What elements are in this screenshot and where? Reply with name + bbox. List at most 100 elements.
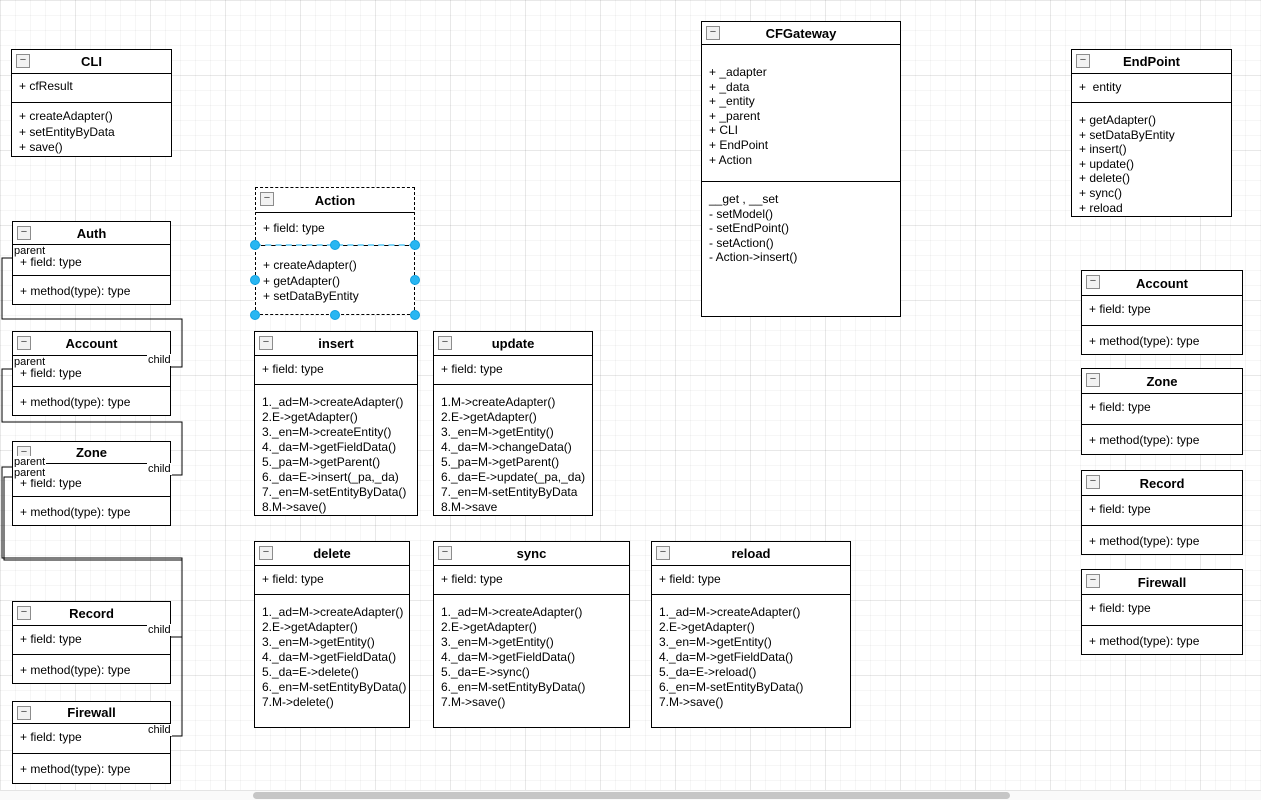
method-line: + method(type): type bbox=[20, 762, 131, 776]
class-title-bar[interactable]: −Account bbox=[1082, 271, 1242, 296]
collapse-icon[interactable]: − bbox=[260, 192, 274, 206]
class-endpoint[interactable]: −EndPoint+ entity+ getAdapter()+ setData… bbox=[1071, 49, 1232, 217]
class-title-bar[interactable]: −CLI bbox=[12, 50, 171, 74]
methods-section[interactable]: + createAdapter()+ setEntityByData+ save… bbox=[12, 103, 171, 161]
selection-handle[interactable] bbox=[250, 275, 260, 285]
edge-label-parent: parent bbox=[13, 456, 47, 468]
collapse-icon[interactable]: − bbox=[438, 546, 452, 560]
class-title-bar[interactable]: −Record bbox=[13, 602, 170, 626]
collapse-icon[interactable]: − bbox=[1086, 275, 1100, 289]
class-title-bar[interactable]: −Auth bbox=[13, 222, 170, 245]
class-title-bar[interactable]: −insert bbox=[255, 332, 417, 356]
class-action[interactable]: −Action+ field: type+ createAdapter()+ g… bbox=[255, 187, 415, 315]
methods-section[interactable]: 1._ad=M->createAdapter()2.E->getAdapter(… bbox=[434, 595, 629, 715]
collapse-icon[interactable]: − bbox=[1076, 54, 1090, 68]
class-title-bar[interactable]: −sync bbox=[434, 542, 629, 566]
fields-section[interactable]: + field: type bbox=[1082, 496, 1242, 526]
class-record-right[interactable]: −Record+ field: type+ method(type): type bbox=[1081, 470, 1243, 555]
methods-section[interactable]: + method(type): type bbox=[1082, 626, 1242, 654]
class-title-bar[interactable]: −EndPoint bbox=[1072, 50, 1231, 74]
collapse-icon[interactable]: − bbox=[17, 706, 31, 720]
class-account-left[interactable]: −Account+ field: type+ method(type): typ… bbox=[12, 331, 171, 416]
fields-section[interactable]: + field: type bbox=[1082, 595, 1242, 626]
collapse-icon[interactable]: − bbox=[1086, 475, 1100, 489]
methods-section[interactable]: + method(type): type bbox=[13, 276, 170, 304]
methods-section[interactable]: + method(type): type bbox=[13, 387, 170, 415]
class-title-bar[interactable]: −Record bbox=[1082, 471, 1242, 496]
collapse-icon[interactable]: − bbox=[1086, 574, 1100, 588]
fields-section[interactable]: + field: type bbox=[434, 356, 592, 385]
methods-section[interactable]: 1._ad=M->createAdapter()2.E->getAdapter(… bbox=[255, 385, 417, 520]
field-line: + cfResult bbox=[19, 79, 73, 93]
method-line: - setAction() bbox=[709, 235, 774, 250]
fields-section[interactable]: + _adapter+ _data+ _entity+ _parent+ CLI… bbox=[702, 45, 900, 182]
methods-section[interactable]: + createAdapter()+ getAdapter()+ setData… bbox=[256, 246, 414, 310]
selection-handle[interactable] bbox=[410, 310, 420, 320]
methods-section[interactable]: 1.M->createAdapter()2.E->getAdapter()3._… bbox=[434, 385, 592, 520]
class-title-bar[interactable]: −delete bbox=[255, 542, 409, 566]
collapse-icon[interactable]: − bbox=[1086, 373, 1100, 387]
class-title-bar[interactable]: −Zone bbox=[1082, 369, 1242, 394]
class-account-right[interactable]: −Account+ field: type+ method(type): typ… bbox=[1081, 270, 1243, 355]
methods-section[interactable]: + method(type): type bbox=[13, 497, 170, 525]
class-title-bar[interactable]: −reload bbox=[652, 542, 850, 566]
methods-section[interactable]: + method(type): type bbox=[13, 655, 170, 683]
fields-section[interactable]: + field: type bbox=[255, 356, 417, 385]
methods-section[interactable]: + method(type): type bbox=[1082, 326, 1242, 354]
class-zone-right[interactable]: −Zone+ field: type + method(type): type bbox=[1081, 368, 1243, 455]
collapse-icon[interactable]: − bbox=[17, 226, 31, 240]
class-title-bar[interactable]: −Account bbox=[13, 332, 170, 356]
class-cli[interactable]: −CLI+ cfResult+ createAdapter()+ setEnti… bbox=[11, 49, 172, 157]
scrollbar-thumb[interactable] bbox=[253, 792, 1010, 799]
methods-section[interactable]: + method(type): type bbox=[1082, 526, 1242, 554]
class-firewall-left[interactable]: −Firewall+ field: type+ method(type): ty… bbox=[12, 701, 171, 784]
fields-section[interactable]: + field: type bbox=[255, 566, 409, 595]
horizontal-scrollbar[interactable] bbox=[0, 790, 1261, 800]
class-title-bar[interactable]: −CFGateway bbox=[702, 22, 900, 45]
selection-handle[interactable] bbox=[250, 240, 260, 250]
method-line: + method(type): type bbox=[20, 505, 131, 519]
collapse-icon[interactable]: − bbox=[17, 336, 31, 350]
collapse-icon[interactable]: − bbox=[259, 336, 273, 350]
methods-section[interactable]: + method(type): type bbox=[13, 754, 170, 782]
selection-handle[interactable] bbox=[410, 240, 420, 250]
collapse-icon[interactable]: − bbox=[656, 546, 670, 560]
fields-section[interactable]: + field: type bbox=[1082, 394, 1242, 425]
methods-section[interactable]: 1._ad=M->createAdapter()2.E->getAdapter(… bbox=[255, 595, 409, 715]
class-firewall-right[interactable]: −Firewall+ field: type+ method(type): ty… bbox=[1081, 569, 1243, 655]
methods-section[interactable]: + getAdapter()+ setDataByEntity+ insert(… bbox=[1072, 103, 1231, 220]
collapse-icon[interactable]: − bbox=[259, 546, 273, 560]
class-title-bar[interactable]: −Firewall bbox=[1082, 570, 1242, 595]
methods-section[interactable]: + method(type): type bbox=[1082, 425, 1242, 453]
fields-section[interactable]: + field: type bbox=[434, 566, 629, 595]
method-line: + method(type): type bbox=[1089, 433, 1200, 447]
selection-handle[interactable] bbox=[410, 275, 420, 285]
class-cfgateway[interactable]: −CFGateway+ _adapter+ _data+ _entity+ _p… bbox=[701, 21, 901, 317]
class-record-left[interactable]: −Record+ field: type+ method(type): type bbox=[12, 601, 171, 684]
methods-section[interactable]: 1._ad=M->createAdapter()2.E->getAdapter(… bbox=[652, 595, 850, 715]
class-zone-left[interactable]: −Zone+ field: type+ method(type): type bbox=[12, 441, 171, 526]
collapse-icon[interactable]: − bbox=[17, 606, 31, 620]
collapse-icon[interactable]: − bbox=[706, 26, 720, 40]
class-title-bar[interactable]: −Firewall bbox=[13, 702, 170, 724]
methods-section[interactable]: __get , __set- setModel()- setEndPoint()… bbox=[702, 182, 900, 270]
selection-handle[interactable] bbox=[330, 240, 340, 250]
collapse-icon[interactable]: − bbox=[438, 336, 452, 350]
fields-section[interactable]: + field: type bbox=[1082, 296, 1242, 326]
class-title-bar[interactable]: −update bbox=[434, 332, 592, 356]
collapse-icon[interactable]: − bbox=[16, 54, 30, 68]
class-auth[interactable]: −Auth+ field: type+ method(type): type bbox=[12, 221, 171, 305]
fields-section[interactable]: + field: type bbox=[652, 566, 850, 595]
selection-handle[interactable] bbox=[330, 310, 340, 320]
fields-section[interactable]: + cfResult bbox=[12, 74, 171, 103]
fields-section[interactable]: + entity bbox=[1072, 74, 1231, 103]
class-title-bar[interactable]: −Action bbox=[256, 188, 414, 213]
method-line: 3._en=M->createEntity() bbox=[262, 425, 392, 439]
selection-handle[interactable] bbox=[250, 310, 260, 320]
